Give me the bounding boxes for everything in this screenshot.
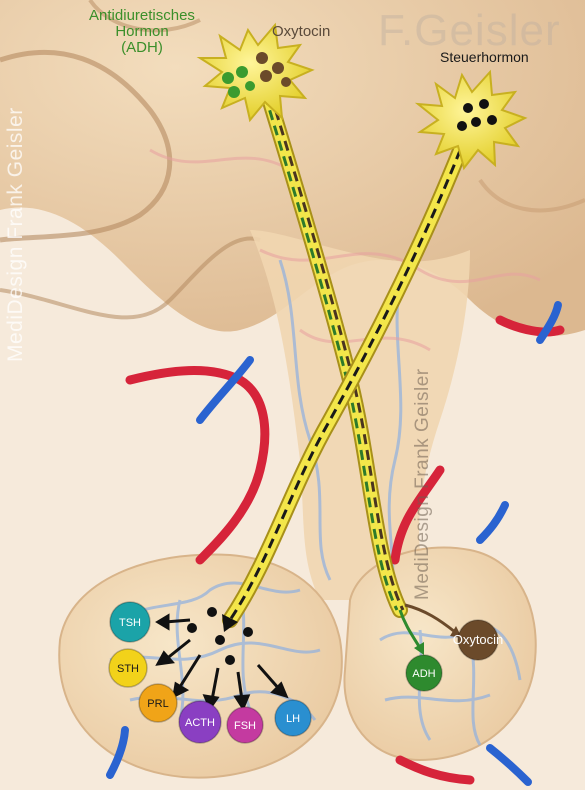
hormone-label-tsh: TSH: [119, 617, 141, 629]
hormone-label-lh: LH: [286, 713, 300, 725]
hormone-label-oxytocin: Oxytocin: [453, 632, 504, 647]
label-adh: Antidiuretisches Hormon (ADH): [62, 8, 222, 55]
watermark-left: MediDesign Frank Geisler: [4, 107, 28, 362]
hormone-label-prl: PRL: [147, 698, 168, 710]
watermark-top: F.Geisler: [378, 6, 561, 56]
hormone-label-acth: ACTH: [185, 717, 215, 729]
label-oxytocin: Oxytocin: [272, 24, 330, 40]
anterior-lobe: [59, 554, 342, 777]
hormone-label-fsh: FSH: [234, 720, 256, 732]
watermark-middle: MediDesign Frank Geisler: [412, 368, 434, 600]
hormone-label-sth: STH: [117, 663, 139, 675]
hormone-label-adh: ADH: [412, 668, 435, 680]
